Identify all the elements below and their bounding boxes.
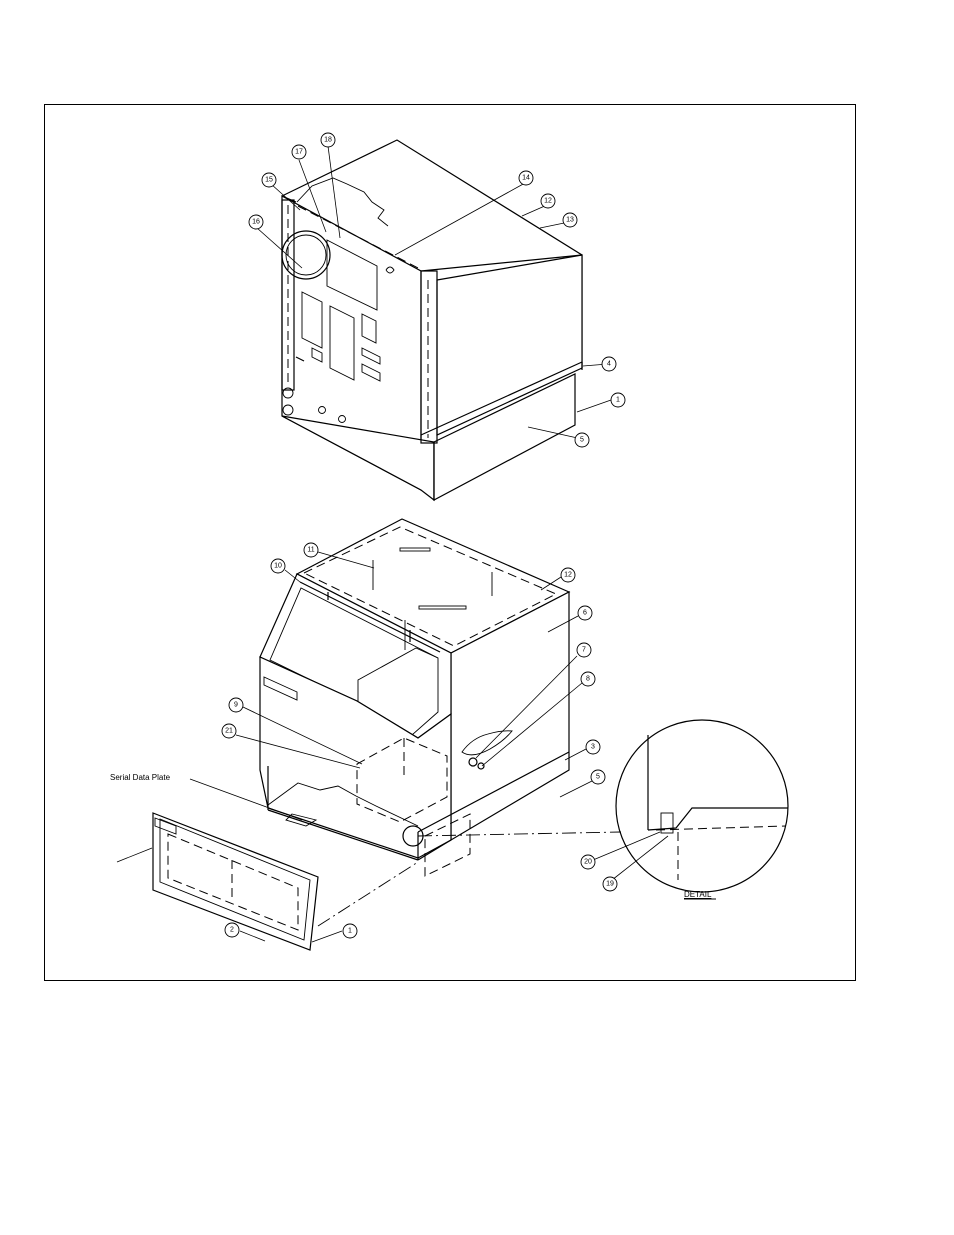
upper-callout-12: 12	[540, 193, 556, 209]
callout-number: 8	[586, 676, 590, 683]
lower-callout-3: 3	[585, 739, 601, 755]
callout-number: 5	[596, 774, 600, 781]
callout-number: 1	[616, 397, 620, 404]
callout-number: 11	[307, 547, 314, 554]
callout-number: 7	[582, 647, 586, 654]
drawing-frame	[44, 104, 856, 981]
lower-callout-19: 19	[602, 876, 618, 892]
lower-callout-6: 6	[577, 605, 593, 621]
lower-cabinet	[259, 518, 571, 877]
lower-callout-21: 21	[221, 723, 237, 739]
upper-callout-15: 15	[261, 172, 277, 188]
callout-number: 15	[265, 177, 273, 184]
callout-number: 14	[522, 175, 530, 182]
callout-number: 9	[234, 702, 238, 709]
lower-callout-12: 12	[560, 567, 576, 583]
callout-number: 12	[544, 198, 552, 205]
serial-data-plate-label: Serial Data Plate	[110, 773, 171, 782]
callout-number: 16	[252, 219, 260, 226]
lower-callout-1: 1	[342, 923, 358, 939]
callout-number: 6	[583, 610, 587, 617]
detail-label: DETAIL	[684, 890, 712, 899]
detail-view	[402, 719, 789, 893]
callout-number: 1	[348, 928, 352, 935]
upper-callout-16: 16	[248, 214, 264, 230]
lower-callout-9: 9	[228, 697, 244, 713]
filter-panel	[116, 812, 419, 951]
upper-callout-14: 14	[518, 170, 534, 186]
callout-number: 10	[274, 563, 282, 570]
callout-number: 3	[591, 744, 595, 751]
lower-callout-7: 7	[576, 642, 592, 658]
callout-number: 12	[564, 572, 572, 579]
callout-number: 21	[225, 728, 233, 735]
callout-number: 5	[580, 437, 584, 444]
callout-number: 20	[584, 859, 592, 866]
lower-callout-11: 11	[303, 542, 319, 558]
callout-number: 18	[324, 137, 332, 144]
upper-callout-17: 17	[291, 144, 307, 160]
callout-number: 13	[566, 217, 574, 224]
callout-number: 2	[230, 927, 234, 934]
upper-callout-13: 13	[562, 212, 578, 228]
lower-callout-8: 8	[580, 671, 596, 687]
upper-callout-18: 18	[320, 132, 336, 148]
lower-callout-10: 10	[270, 558, 286, 574]
lower-callout-5: 5	[590, 769, 606, 785]
callout-number: 17	[295, 149, 303, 156]
lower-leaders	[189, 551, 622, 943]
upper-callout-5: 5	[574, 432, 590, 448]
lower-callout-20: 20	[580, 854, 596, 870]
lower-callout-2: 2	[224, 922, 240, 938]
callout-number: 19	[606, 881, 614, 888]
upper-cabinet	[281, 139, 583, 502]
upper-callout-4: 4	[601, 356, 617, 372]
upper-callout-1: 1	[610, 392, 626, 408]
callout-number: 4	[607, 361, 611, 368]
